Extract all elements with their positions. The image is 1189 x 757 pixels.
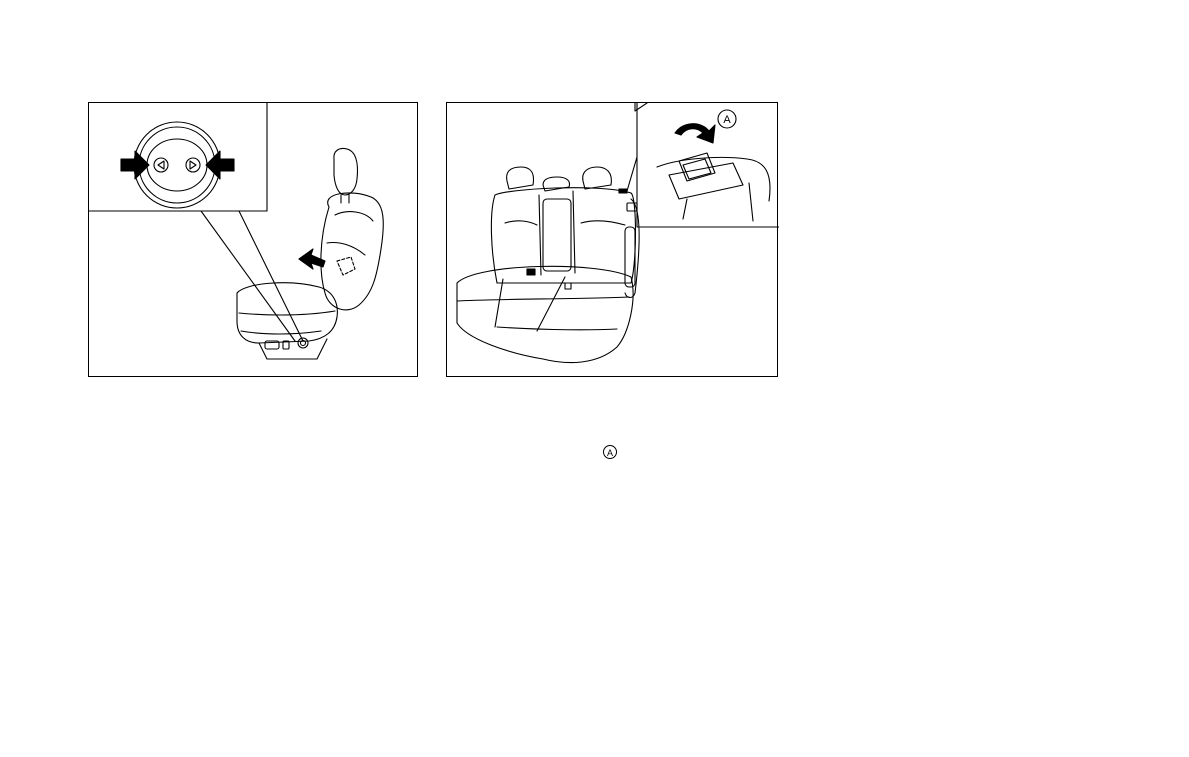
inline-callout-a-icon: A (603, 445, 617, 459)
front-seat-illustration (88, 102, 418, 377)
rear-seat-icon (457, 167, 639, 363)
inset-detail-frame (89, 103, 303, 341)
callout-a-label: A (723, 114, 731, 126)
pull-up-arrow-icon (675, 124, 715, 143)
release-lever-detail (657, 153, 770, 221)
push-right-arrow-icon (206, 151, 234, 179)
callout-a-icon: A (718, 110, 736, 128)
inset-detail-frame (627, 103, 779, 227)
push-left-arrow-icon (121, 151, 149, 179)
rear-seat-illustration: A (446, 102, 778, 377)
